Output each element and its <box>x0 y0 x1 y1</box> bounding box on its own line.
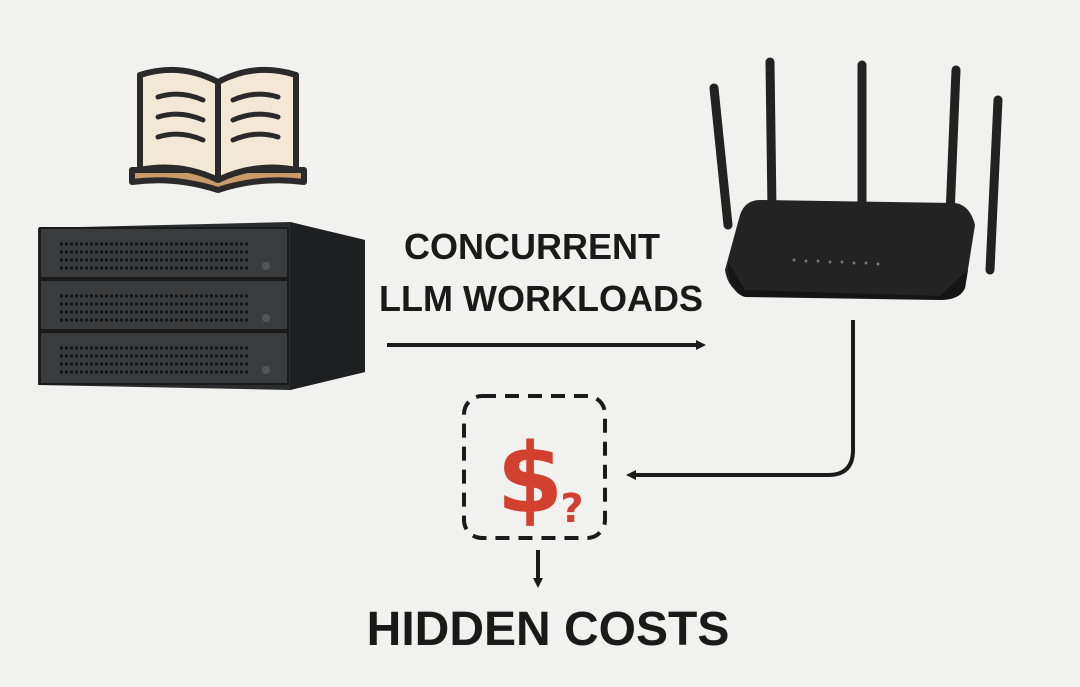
workloads-label-line1: CONCURRENT <box>404 226 660 267</box>
svg-text:$: $ <box>497 423 564 535</box>
cost-flow-arrow <box>626 320 855 480</box>
workloads-label-line2: LLM WORKLOADS <box>379 278 703 319</box>
hidden-costs-label: HIDDEN COSTS <box>366 603 730 656</box>
server-rack-icon <box>38 222 365 390</box>
svg-text:?: ? <box>560 486 583 532</box>
open-book-icon <box>129 66 307 193</box>
dollar-question-icon: $ ? <box>462 394 607 540</box>
wifi-router-icon <box>709 57 1003 300</box>
